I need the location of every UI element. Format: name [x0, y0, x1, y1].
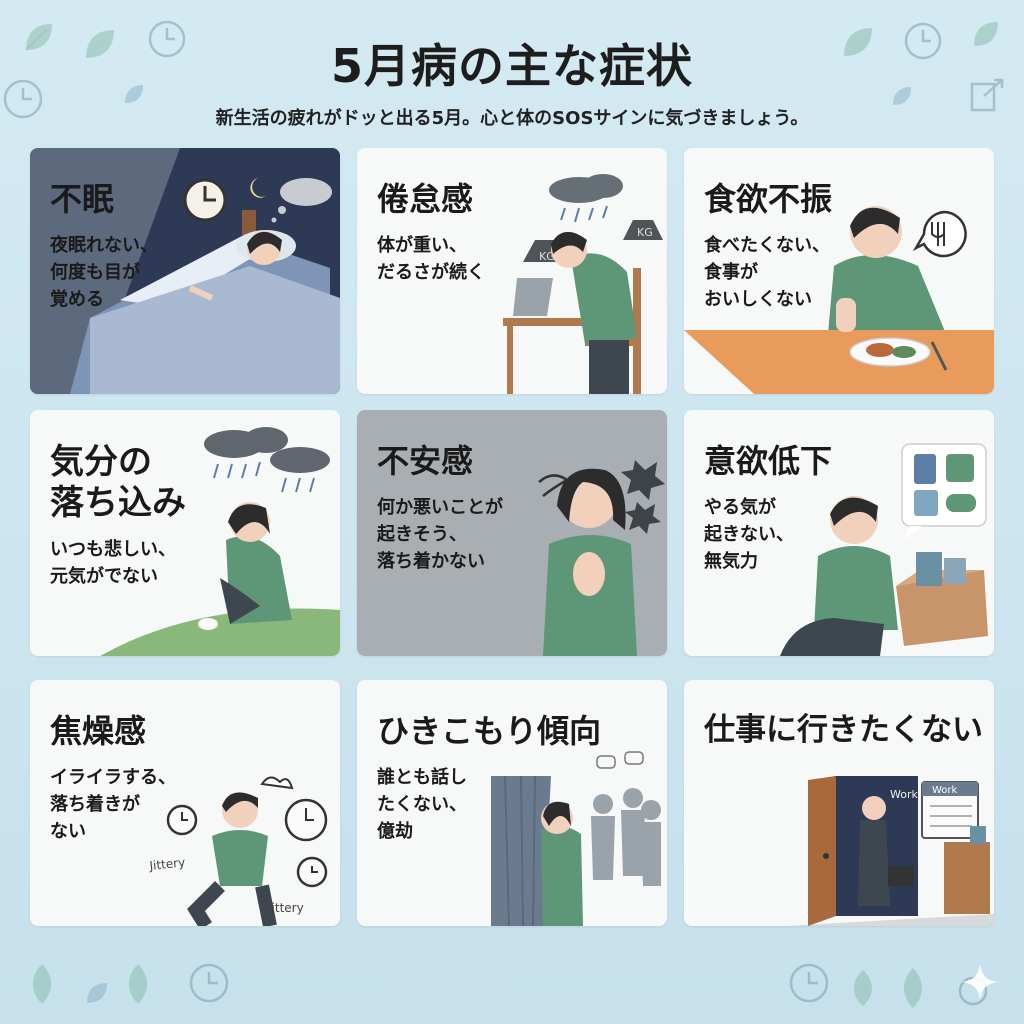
- card-description: やる気が 起きない、 無気力: [704, 497, 794, 572]
- appetite-illustration: [684, 206, 994, 394]
- symptom-card-withdrawal: ひきこもり傾向 誰とも話し たくない、 億劫: [357, 680, 667, 926]
- leaf-icon: [129, 964, 147, 1004]
- sparkle-icon: [962, 964, 998, 1000]
- door-exit-icon: [970, 78, 1004, 112]
- clock-icon: [958, 976, 988, 1006]
- card-description: いつも悲しい、 元気がでない: [50, 539, 176, 587]
- card-description: 何か悪いことが 起きそう、 落ち着かない: [377, 497, 503, 572]
- leaf-icon: [125, 85, 143, 103]
- jittery-label: Jittery: [267, 901, 304, 915]
- leaf-icon: [893, 87, 911, 105]
- card-description: 誰とも話し たくない、 億劫: [377, 767, 467, 842]
- card-title: ひきこもり傾向: [377, 712, 602, 750]
- leaf-icon: [844, 28, 872, 56]
- page-subtitle: 新生活の疲れがドッと出る5月。心と体のSOSサインに気づきましょう。: [215, 108, 809, 129]
- low-motivation-illustration: [780, 443, 988, 656]
- card-title: 気分の 落ち込み: [50, 442, 186, 523]
- fatigue-illustration: KG KG: [503, 174, 663, 394]
- symptom-card-depressed-mood: 気分の 落ち込み いつも悲しい、 元気がでない: [30, 410, 340, 656]
- clock-icon: [189, 963, 229, 1003]
- symptom-card-no-work: Work Work 仕事に行きたくない: [684, 680, 994, 926]
- card-title: 焦燥感: [50, 712, 147, 750]
- page-title: 5月病の主な症状: [330, 39, 693, 93]
- card-title: 食欲不振: [704, 180, 833, 218]
- leaf-icon: [974, 22, 998, 46]
- weight-label: KG: [539, 250, 555, 263]
- withdrawal-illustration: [491, 751, 661, 926]
- no-work-illustration: Work Work: [788, 776, 994, 926]
- card-title: 意欲低下: [704, 442, 833, 480]
- depressed-mood-illustration: [100, 427, 340, 656]
- symptom-card-appetite-loss: 食欲不振 食べたくない、 食事が おいしくない: [684, 148, 994, 394]
- clock-icon: [789, 963, 829, 1003]
- leaf-icon: [86, 30, 114, 58]
- card-description: 夜眠れない、 何度も目が 覚める: [50, 235, 158, 310]
- card-title: 不安感: [377, 442, 474, 480]
- leaf-icon: [33, 964, 51, 1004]
- jittery-label: Jittery: [148, 855, 186, 873]
- card-title: 仕事に行きたくない: [704, 712, 983, 748]
- leaf-icon: [904, 968, 922, 1008]
- card-title: 倦怠感: [377, 180, 474, 218]
- card-description: 食べたくない、 食事が おいしくない: [704, 235, 830, 310]
- leaf-icon: [87, 983, 107, 1003]
- door-sign-text: Work: [890, 788, 918, 801]
- symptom-grid: 不眠 夜眠れない、 何度も目が 覚める KG KG: [30, 148, 994, 946]
- card-description: 体が重い、 だるさが続く: [377, 235, 485, 283]
- card-description: イライラする、 落ち着きが ない: [50, 767, 176, 842]
- insomnia-illustration: [30, 148, 340, 394]
- symptom-card-irritation: Jittery Jittery 焦燥感 イライラする、 落ち着きが ない: [30, 680, 340, 926]
- leaf-icon: [25, 24, 52, 51]
- calendar-label: Work: [932, 785, 958, 796]
- clock-icon: [904, 22, 942, 60]
- symptom-card-anxiety: 不安感 何か悪いことが 起きそう、 落ち着かない: [357, 410, 667, 656]
- clock-icon: [148, 20, 186, 58]
- anxiety-illustration: [538, 460, 665, 656]
- symptom-card-low-motivation: 意欲低下 やる気が 起きない、 無気力: [684, 410, 994, 656]
- weight-label: KG: [637, 226, 653, 239]
- clock-icon: [3, 79, 43, 119]
- card-title: 不眠: [50, 180, 115, 218]
- symptom-card-insomnia: 不眠 夜眠れない、 何度も目が 覚める: [30, 148, 340, 394]
- leaf-icon: [854, 970, 872, 1006]
- irritation-illustration: Jittery Jittery: [148, 776, 328, 926]
- symptom-card-fatigue: KG KG 倦怠感 体が重い、 だるさが続く: [357, 148, 667, 394]
